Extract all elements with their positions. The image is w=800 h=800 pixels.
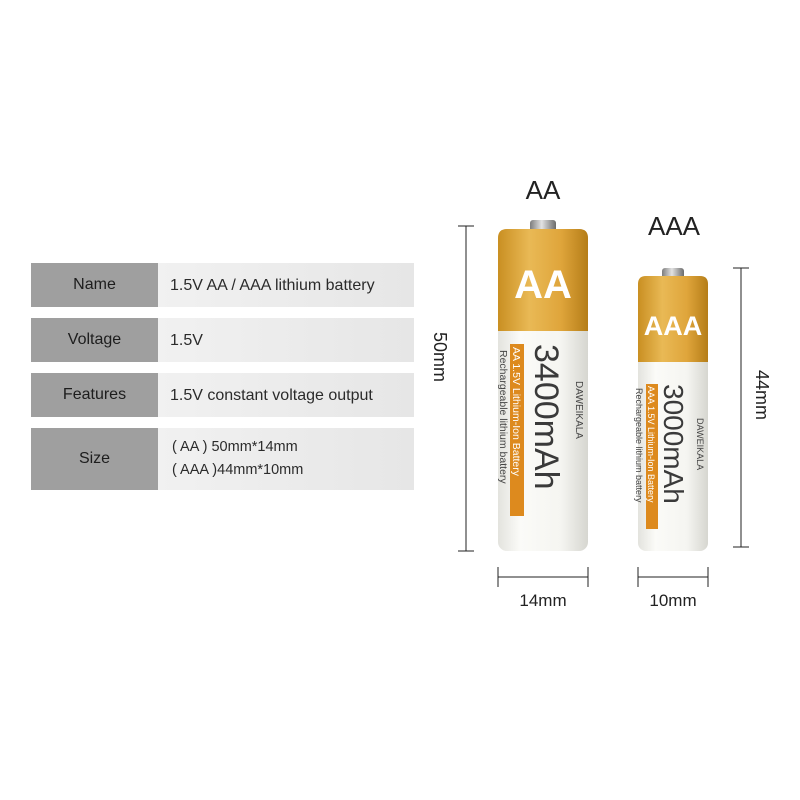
aaa-spec-line: AAA 1.5V Lithium-Ion Battery [646,386,656,503]
aaa-band-text: AAA [644,311,703,341]
aaa-width-label: 10mm [649,591,696,610]
aaa-spec-highlight [646,384,658,529]
aaa-capacity: 3000mAh [658,384,689,504]
spec-row-features: Features 1.5V constant voltage output [31,373,414,417]
spec-value-name: 1.5V AA / AAA lithium battery [158,263,414,307]
spec-label-name: Name [31,263,158,307]
spec-value-size-aaa: ( AAA )44mm*10mm [172,462,304,478]
aa-title: AA [526,175,561,205]
aaa-sub-line: Rechargeable lithium battery [634,388,644,503]
aa-spec-highlight [510,344,524,516]
aaa-height-label: 44mm [752,370,772,420]
aaa-brand: DAWEIKALA [695,418,705,470]
spec-value-voltage: 1.5V [158,318,414,362]
aa-spec-line: AA 1.5V Lithium-Ion Battery [510,347,522,477]
spec-row-voltage: Voltage 1.5V [31,318,414,362]
aaa-title: AAA [648,211,701,241]
spec-value-features-text: 1.5V constant voltage output [170,386,373,404]
spec-row-name: Name 1.5V AA / AAA lithium battery [31,263,414,307]
spec-label-features: Features [31,373,158,417]
spec-value-name-text: 1.5V AA / AAA lithium battery [170,276,375,294]
spec-value-voltage-text: 1.5V [170,331,203,349]
aa-sub-line: Rechargeable lithium battery [497,350,509,484]
aa-width-label: 14mm [519,591,566,610]
aa-battery: AA AA DAWEIKALA 3400mAh AA 1.5V Lithium-… [430,175,589,610]
spec-value-size-aa: ( AA ) 50mm*14mm [172,439,298,455]
spec-row-size: Size ( AA ) 50mm*14mm ( AAA )44mm*10mm [31,428,414,490]
aa-height-label: 50mm [430,332,450,382]
aa-capacity: 3400mAh [527,344,565,490]
spec-label-voltage: Voltage [31,318,158,362]
aa-gold-band [498,229,588,331]
aaa-battery: AAA AAA DAWEIKALA 3000mAh AAA 1.5V Lithi… [634,211,772,610]
spec-value-features: 1.5V constant voltage output [158,373,414,417]
spec-value-size: ( AA ) 50mm*14mm ( AAA )44mm*10mm [158,428,414,490]
aa-brand: DAWEIKALA [573,381,584,439]
aaa-gold-band [638,276,708,362]
aa-band-text: AA [514,263,572,307]
spec-label-size: Size [31,428,158,490]
